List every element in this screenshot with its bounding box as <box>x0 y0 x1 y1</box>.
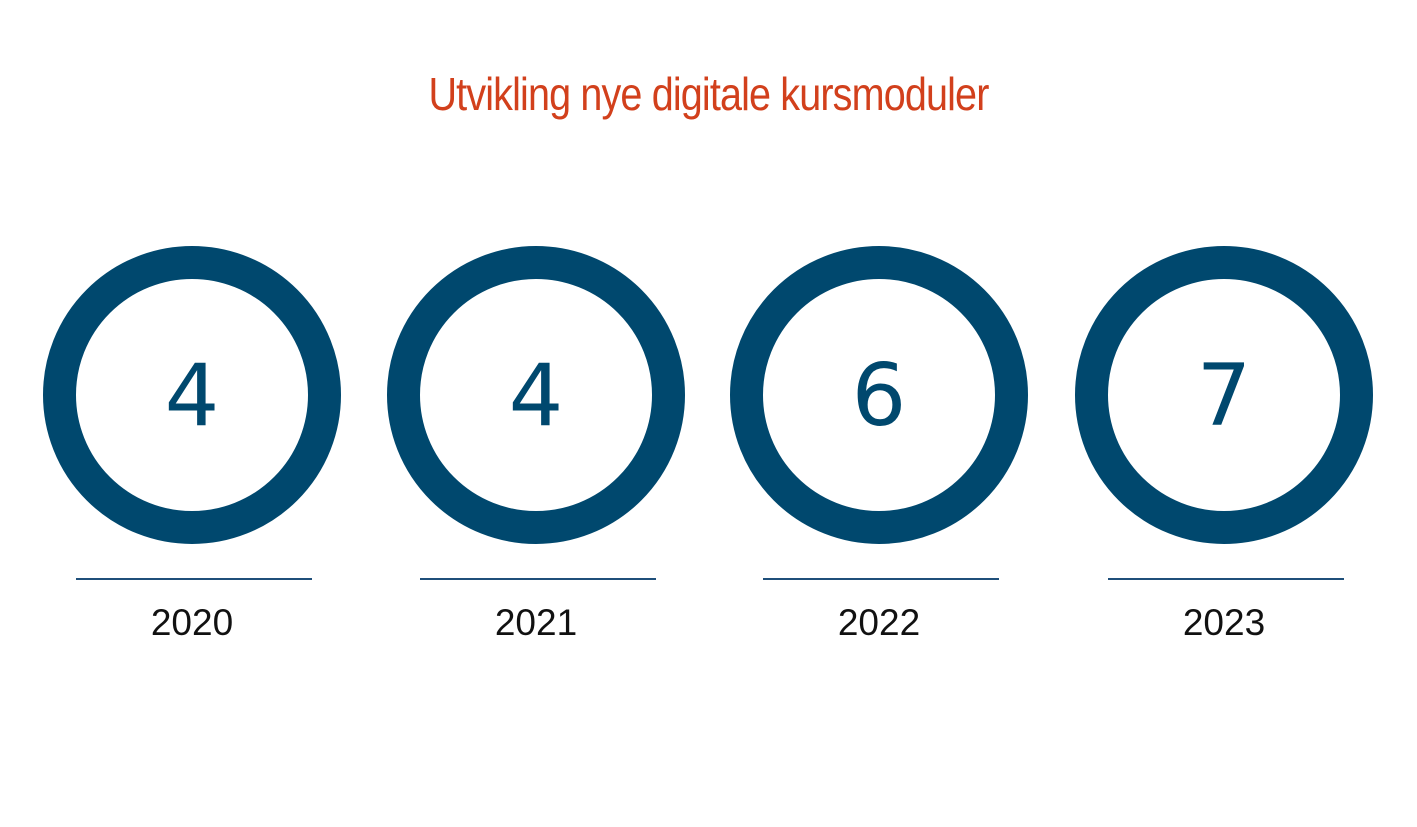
divider-line <box>420 578 656 580</box>
year-label: 2021 <box>494 602 578 643</box>
value-label: 4 <box>508 346 564 446</box>
value-label: 4 <box>164 346 220 446</box>
value-label: 7 <box>1196 346 1252 446</box>
year-label: 2020 <box>150 602 234 643</box>
divider-line <box>763 578 999 580</box>
chart-title: Utvikling nye digitale kursmoduler <box>428 68 989 120</box>
divider-line <box>1108 578 1344 580</box>
divider-line <box>76 578 312 580</box>
value-label: 6 <box>851 346 907 446</box>
year-label: 2022 <box>837 602 921 643</box>
year-label: 2023 <box>1182 602 1266 643</box>
